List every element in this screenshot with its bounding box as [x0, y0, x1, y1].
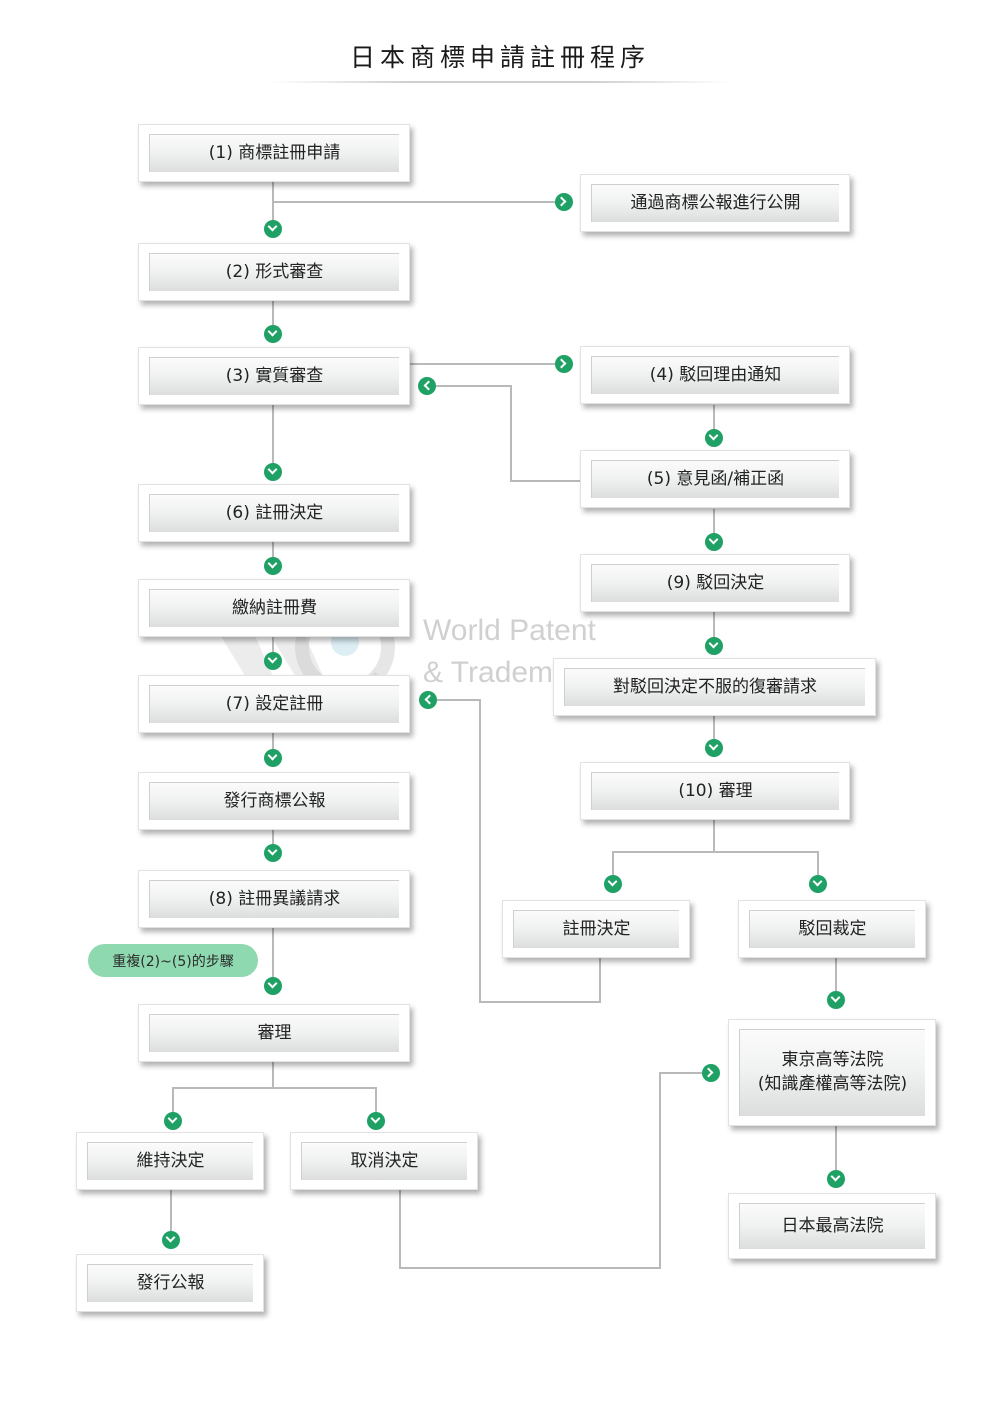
registration-decision-box: 註冊決定 [502, 900, 690, 958]
arrow-down-icon [809, 875, 827, 893]
step-2-formal-exam: (2) 形式審查 [138, 243, 410, 301]
step-9-rejection-decision: (9) 駁回決定 [580, 554, 850, 612]
publication-box: 通過商標公報進行公開 [580, 174, 850, 232]
issue-gazette-box: 發行公報 [76, 1254, 264, 1312]
step-1-application: (1) 商標註冊申請 [138, 124, 410, 182]
arrow-right-icon [555, 193, 573, 211]
appeal-label: 對駁回決定不服的復審請求 [564, 668, 865, 706]
trial-box: 審理 [138, 1004, 410, 1062]
arrow-left-icon [419, 691, 437, 709]
arrow-down-icon [604, 875, 622, 893]
step-3-label: (3) 實質審查 [149, 357, 399, 395]
arrow-down-icon [705, 533, 723, 551]
arrow-left-icon [418, 377, 436, 395]
step-8-label: (8) 註冊異議請求 [149, 880, 399, 918]
appeal-box: 對駁回決定不服的復審請求 [553, 658, 876, 716]
arrow-down-icon [264, 844, 282, 862]
arrow-down-icon [264, 977, 282, 995]
cancel-decision-box: 取消決定 [290, 1132, 478, 1190]
maintain-decision-box: 維持決定 [76, 1132, 264, 1190]
rejection-ruling-label: 駁回裁定 [749, 910, 915, 948]
step-7-label: (7) 設定註冊 [149, 685, 399, 723]
step-8-opposition: (8) 註冊異議請求 [138, 870, 410, 928]
rejection-ruling-box: 駁回裁定 [738, 900, 926, 958]
trial-label: 審理 [149, 1014, 399, 1052]
fee-payment-label: 繳納註冊費 [149, 589, 399, 627]
arrow-down-icon [827, 991, 845, 1009]
step-3-substantive-exam: (3) 實質審查 [138, 347, 410, 405]
step-7-registration: (7) 設定註冊 [138, 675, 410, 733]
step-5-label: (5) 意見函/補正函 [591, 460, 839, 498]
watermark-line1: World Patent [423, 614, 596, 647]
step-2-label: (2) 形式審查 [149, 253, 399, 291]
issue-gazette-label: 發行公報 [87, 1264, 253, 1302]
arrow-down-icon [705, 429, 723, 447]
arrow-down-icon [705, 637, 723, 655]
arrow-right-icon [555, 355, 573, 373]
registration-decision-label: 註冊決定 [513, 910, 679, 948]
step-10-label: (10) 審理 [591, 772, 839, 810]
page-title: 日本商標申請註冊程序 [349, 43, 650, 72]
arrow-down-icon [264, 557, 282, 575]
arrow-down-icon [367, 1112, 385, 1130]
step-4-rejection-notice: (4) 駁回理由通知 [580, 346, 850, 404]
arrow-down-icon [264, 463, 282, 481]
arrow-down-icon [264, 652, 282, 670]
cancel-decision-label: 取消決定 [301, 1142, 467, 1180]
step-5-response: (5) 意見函/補正函 [580, 450, 850, 508]
arrow-down-icon [827, 1170, 845, 1188]
tokyo-high-court-label: 東京高等法院 (知識產權高等法院) [739, 1029, 925, 1116]
arrow-down-icon [264, 220, 282, 238]
arrow-down-icon [164, 1112, 182, 1130]
supreme-court-label: 日本最高法院 [739, 1203, 925, 1249]
arrow-down-icon [264, 749, 282, 767]
step-6-label: (6) 註冊決定 [149, 494, 399, 532]
repeat-steps-note: 重複(2)~(5)的步驟 [88, 944, 258, 977]
arrow-down-icon [705, 739, 723, 757]
gazette-box: 發行商標公報 [138, 772, 410, 830]
supreme-court-box: 日本最高法院 [728, 1193, 936, 1259]
tokyo-high-court-box: 東京高等法院 (知識產權高等法院) [728, 1019, 936, 1126]
fee-payment-box: 繳納註冊費 [138, 579, 410, 637]
arrow-down-icon [162, 1231, 180, 1249]
arrow-right-icon [702, 1064, 720, 1082]
maintain-decision-label: 維持決定 [87, 1142, 253, 1180]
arrow-down-icon [264, 325, 282, 343]
step-6-registration-decision: (6) 註冊決定 [138, 484, 410, 542]
step-1-label: (1) 商標註冊申請 [149, 134, 399, 172]
step-9-label: (9) 駁回決定 [591, 564, 839, 602]
step-4-label: (4) 駁回理由通知 [591, 356, 839, 394]
publication-label: 通過商標公報進行公開 [591, 184, 839, 222]
title-divider [270, 81, 730, 83]
step-10-trial: (10) 審理 [580, 762, 850, 820]
gazette-label: 發行商標公報 [149, 782, 399, 820]
